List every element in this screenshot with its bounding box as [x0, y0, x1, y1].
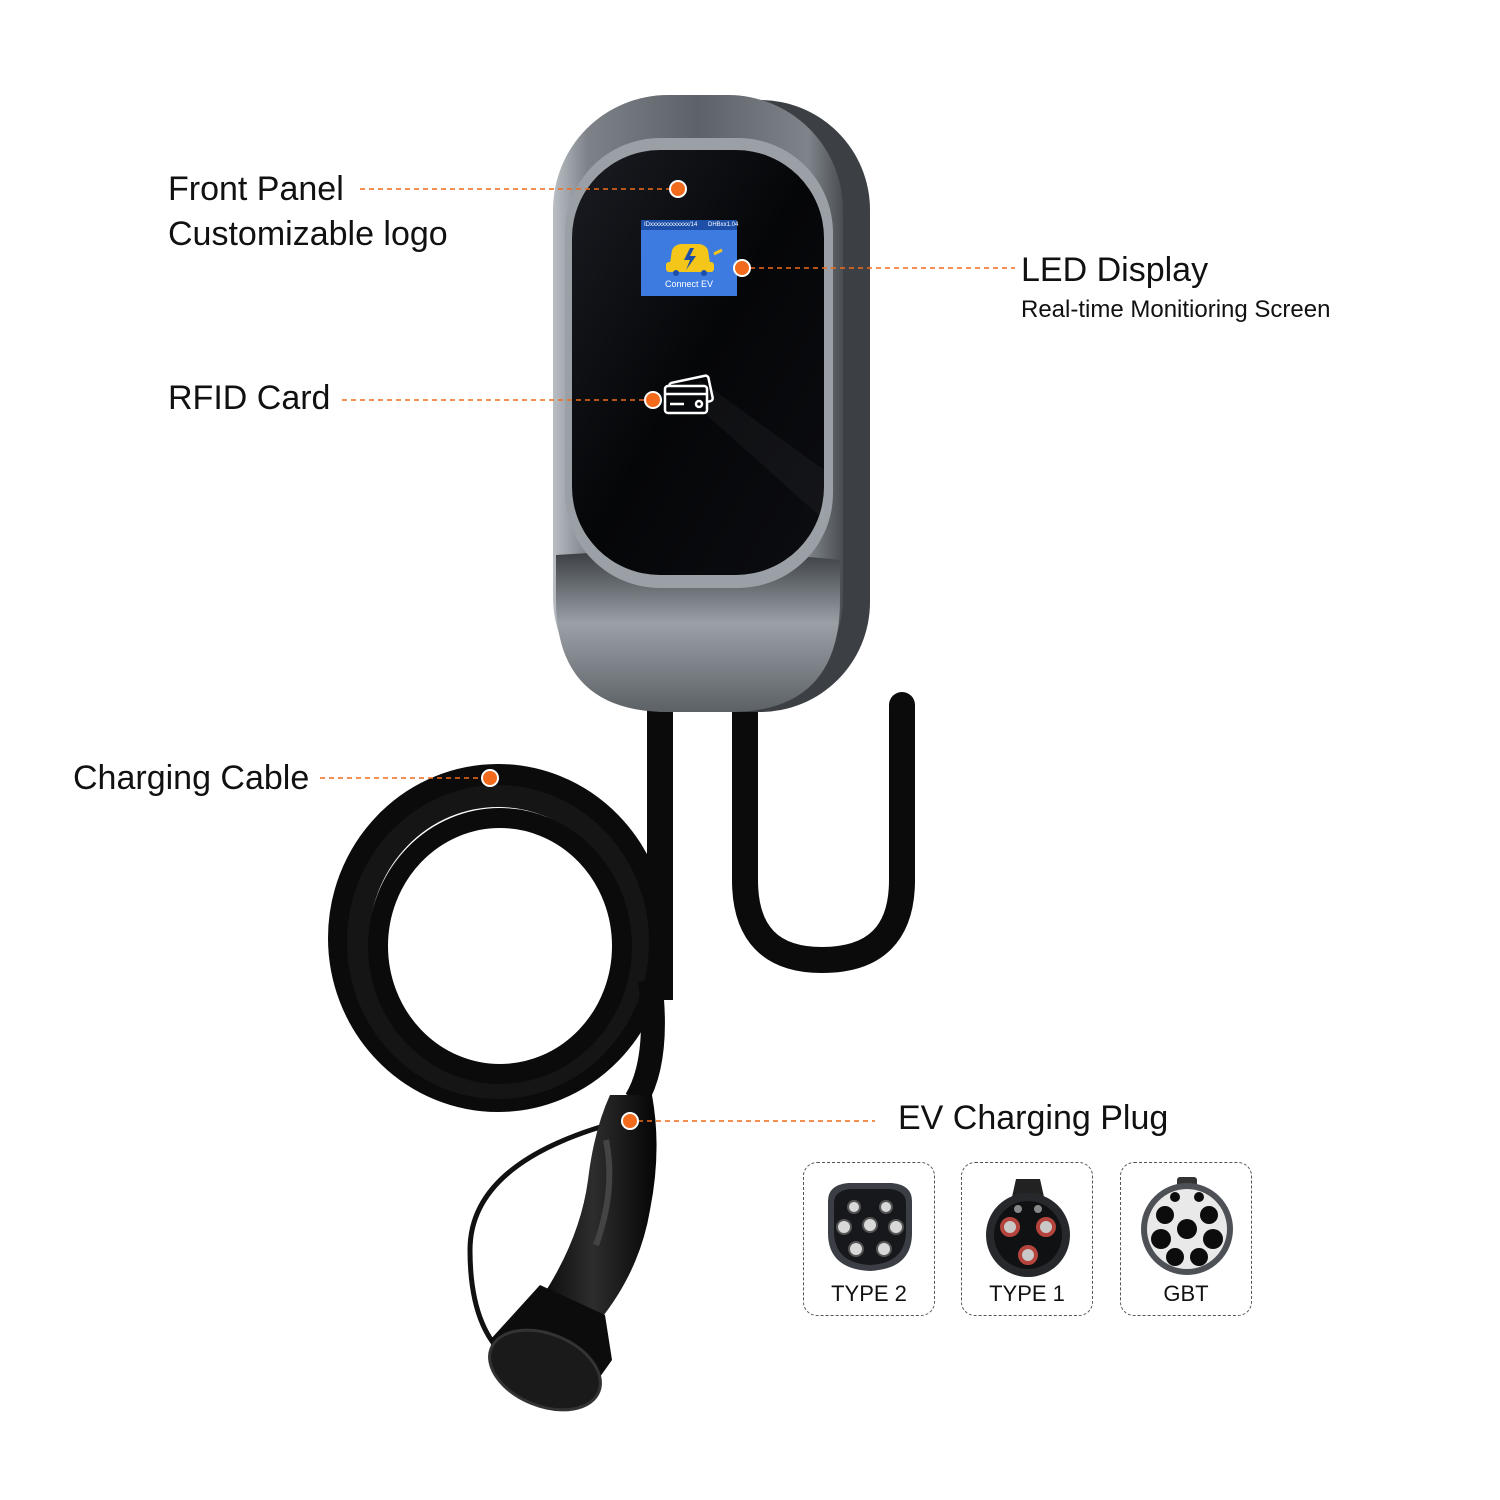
gbt-socket-icon	[1141, 1177, 1233, 1275]
led-display-subtitle: Real-time Monitioring Screen	[1021, 296, 1331, 323]
cable-coil-middle	[347, 785, 649, 1099]
connector-gbt: GBT	[1120, 1162, 1252, 1316]
cable-to-plug	[625, 978, 665, 1107]
dot-led-display	[733, 259, 751, 277]
glass-panel	[572, 150, 824, 575]
glass-reflection	[690, 380, 824, 520]
car-charging-icon	[666, 244, 723, 276]
charger-bottom-bezel	[556, 551, 840, 712]
cable-title: Charging Cable	[73, 759, 310, 797]
dot-plug	[621, 1112, 639, 1130]
led-status-left: IDxxxxxxxxxxxxx/14	[644, 222, 698, 228]
plug-handle	[540, 1095, 657, 1320]
connector-type1: TYPE 1	[961, 1162, 1093, 1316]
plug-title: EV Charging Plug	[898, 1099, 1169, 1137]
rfid-title: RFID Card	[168, 379, 331, 417]
front-panel-subtitle: Customizable logo	[168, 215, 448, 253]
cable-coil-inner	[368, 808, 632, 1084]
led-message: Connect EV	[664, 279, 714, 289]
connector-type1-label: TYPE 1	[989, 1281, 1065, 1306]
dot-front-panel	[669, 180, 687, 198]
cap-tether	[467, 1117, 626, 1362]
cable-hook	[732, 687, 915, 974]
front-panel-title: Front Panel	[168, 170, 344, 208]
type1-socket-icon	[986, 1179, 1070, 1277]
connector-type2-label: TYPE 2	[831, 1281, 907, 1306]
led-status-right: DHBxx1.04	[708, 222, 739, 228]
dot-rfid	[644, 391, 662, 409]
connector-gbt-label: GBT	[1163, 1281, 1209, 1306]
connector-type2: TYPE 2	[803, 1162, 935, 1316]
plug-grip	[593, 1139, 613, 1247]
rfid-card-icon	[663, 374, 714, 415]
led-screen-statusbar	[641, 220, 737, 230]
led-display-title: LED Display	[1021, 251, 1209, 289]
type2-socket-icon	[828, 1183, 912, 1271]
dot-cable	[481, 769, 499, 787]
plug-face	[488, 1328, 602, 1412]
